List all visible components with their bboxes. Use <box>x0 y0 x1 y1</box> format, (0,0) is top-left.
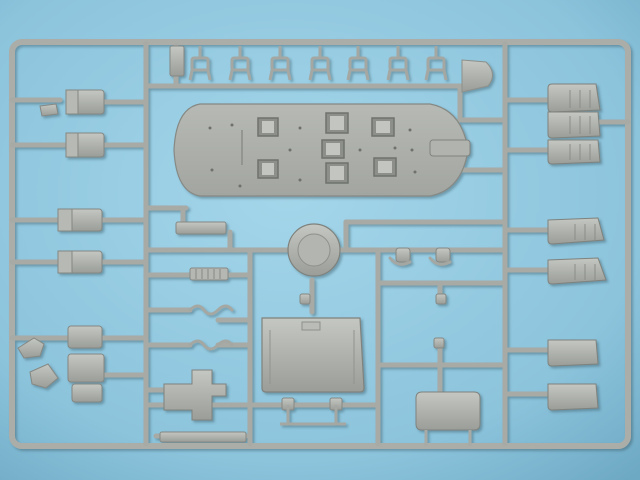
sprue-frame <box>9 39 631 449</box>
deck-part <box>173 103 471 197</box>
seat-grooves <box>569 90 596 280</box>
table-part <box>415 391 481 446</box>
misc-small-parts <box>159 45 451 443</box>
grille-part <box>189 267 229 281</box>
bottom-pins <box>280 405 346 426</box>
left-small-bits <box>17 103 59 389</box>
top-small-parts <box>188 46 448 81</box>
left-box-parts <box>57 89 105 403</box>
wavy-parts <box>188 256 452 351</box>
right-seat-parts <box>547 83 607 411</box>
shield-part <box>461 59 493 93</box>
center-panel-part <box>261 317 365 393</box>
cross-part <box>163 369 227 421</box>
round-disc-part <box>287 223 341 277</box>
